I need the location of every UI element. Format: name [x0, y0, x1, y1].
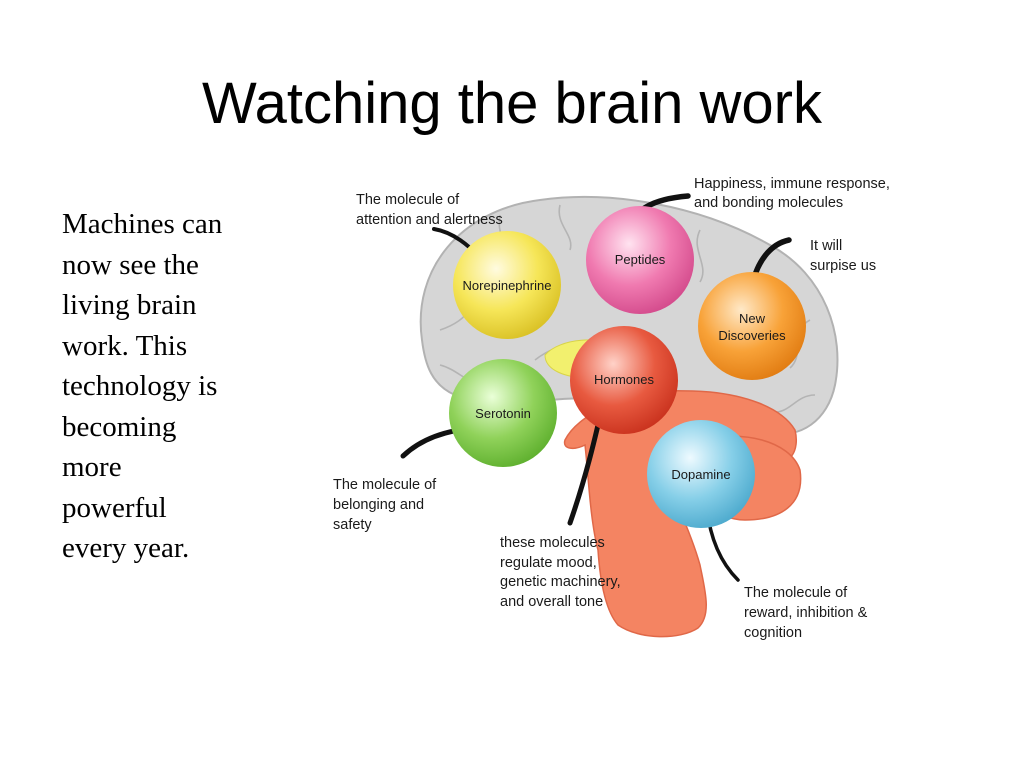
- serotonin-circle: [449, 359, 557, 467]
- caption-peptides-line: Happiness, immune response,: [694, 176, 890, 192]
- body-line: every year.: [62, 532, 190, 564]
- caption-serotonin-line: belonging and: [333, 497, 424, 513]
- body-line: powerful: [62, 491, 167, 524]
- caption-hormones-line: regulate mood,: [500, 555, 597, 571]
- norepinephrine-label: Norepinephrine: [463, 278, 552, 293]
- peptides-circle: [586, 206, 694, 314]
- caption-hormones-line: genetic machinery,: [500, 574, 621, 590]
- body-line: more: [62, 451, 122, 483]
- body-line: becoming: [62, 410, 177, 443]
- caption-dopamine-line: reward, inhibition &: [744, 605, 868, 621]
- caption-peptides-line: and bonding molecules: [694, 195, 843, 211]
- body-line: living brain: [62, 289, 197, 321]
- body-line: work. This: [62, 329, 188, 362]
- new-discoveries-label-line1: New: [739, 311, 766, 326]
- new-discoveries-circle: [698, 272, 806, 380]
- body-line: Machines can: [62, 208, 223, 240]
- caption-new-discoveries-line: It will: [810, 238, 842, 254]
- hormones-circle: [570, 326, 678, 434]
- caption-dopamine-line: cognition: [744, 625, 802, 641]
- body-line: technology is: [62, 370, 218, 402]
- new-discoveries-label-line2: Discoveries: [718, 328, 786, 343]
- caption-new-discoveries-line: surpise us: [810, 258, 876, 274]
- dopamine-label: Dopamine: [671, 467, 730, 482]
- body-line: now see the: [62, 248, 199, 281]
- caption-serotonin-line: The molecule of: [333, 477, 437, 493]
- caption-dopamine-line: The molecule of: [744, 585, 848, 601]
- peptides-label: Peptides: [615, 252, 666, 267]
- serotonin-label: Serotonin: [475, 406, 531, 421]
- caption-norepinephrine-line: The molecule of: [356, 192, 460, 208]
- caption-norepinephrine-line: attention and alertness: [356, 212, 503, 228]
- norepinephrine-circle: [453, 231, 561, 339]
- body-text: Machines can now see the living brain wo…: [62, 204, 262, 569]
- slide-title: Watching the brain work: [201, 71, 823, 136]
- caption-hormones-line: and overall tone: [500, 594, 603, 610]
- dopamine-circle: [647, 420, 755, 528]
- caption-hormones-line: these molecules: [500, 535, 605, 551]
- hormones-label: Hormones: [594, 372, 654, 387]
- caption-serotonin-line: safety: [333, 517, 372, 533]
